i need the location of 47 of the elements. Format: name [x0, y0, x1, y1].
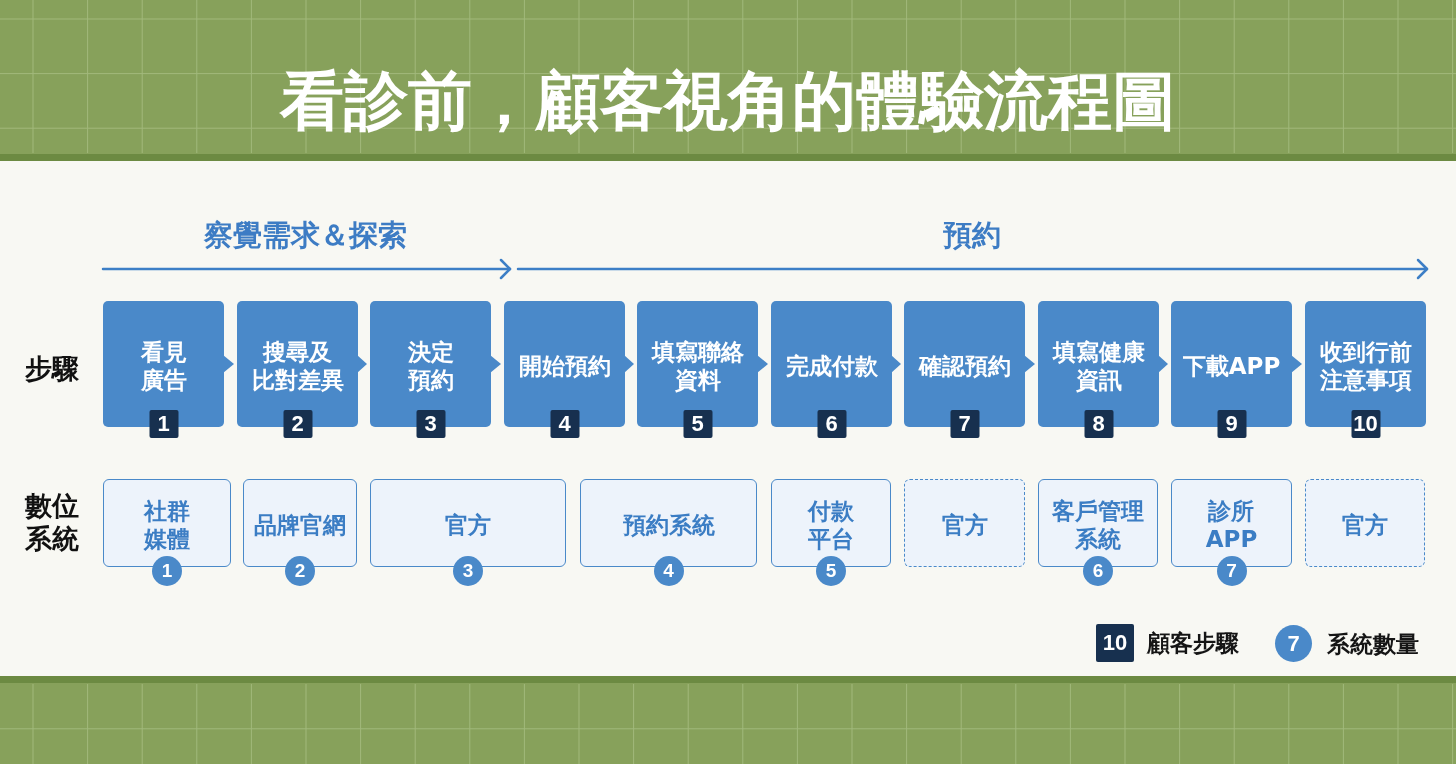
system-label: 客戶管理系統 [1052, 496, 1144, 553]
step-number-badge: 5 [683, 410, 712, 438]
system-label: 預約系統 [622, 510, 715, 539]
step-number-badge: 3 [416, 410, 445, 438]
system-number-badge: 3 [453, 556, 483, 586]
phase-label: 察覺需求＆探索 [203, 218, 407, 252]
step-label: 看見廣告 [140, 338, 187, 394]
step-label: 開始預約 [518, 352, 611, 380]
title: 看診前，顧客視角的體驗流程圖 [280, 65, 1176, 137]
system-number-badge: 4 [653, 556, 684, 586]
system-label: 付款平台 [808, 496, 854, 553]
system-label: 官方 [445, 510, 491, 539]
step-number-badge: 1 [149, 410, 178, 438]
system-box [904, 479, 1025, 567]
step-number-badge: 4 [550, 410, 579, 438]
system-box [1305, 479, 1425, 567]
legend-number: 10 [1102, 630, 1128, 656]
step-label: 填寫健康資訊 [1052, 338, 1145, 394]
system-number-badge: 7 [1216, 556, 1247, 586]
step-label: 確認預約 [918, 352, 1011, 380]
step-label: 收到行前注意事項 [1319, 338, 1412, 394]
system-label: 官方 [1342, 510, 1388, 539]
system-label: 品牌官網 [254, 510, 346, 539]
step-label: 下載APP [1182, 352, 1281, 380]
step-number-badge: 8 [1084, 410, 1113, 438]
step-number-badge: 2 [283, 410, 312, 438]
legend-label: 顧客步驟 [1147, 629, 1239, 657]
system-number-badge: 2 [285, 556, 315, 586]
step-number-badge: 9 [1217, 410, 1246, 438]
step-label: 填寫聯絡資料 [651, 338, 744, 394]
row-label: 數位系統 [25, 489, 79, 555]
system-label: 官方 [941, 510, 988, 539]
row-label: 步驟 [25, 351, 79, 385]
legend-label: 系統數量 [1327, 629, 1419, 658]
step-label: 完成付款 [785, 352, 878, 380]
system-number-badge: 5 [816, 556, 846, 586]
system-label: 社群媒體 [144, 496, 190, 553]
system-number-badge: 6 [1083, 556, 1113, 586]
step-number-badge: 6 [817, 410, 846, 438]
system-number-badge: 1 [152, 556, 182, 586]
system-label: 診所APP [1205, 496, 1258, 553]
step-number-badge: 10 [1351, 410, 1380, 438]
legend-number: 7 [1287, 630, 1300, 657]
phase-label: 預約 [943, 218, 1001, 252]
step-label: 決定預約 [407, 338, 454, 394]
step-label: 搜尋及比對差異 [251, 338, 344, 394]
step-number-badge: 7 [950, 410, 979, 438]
